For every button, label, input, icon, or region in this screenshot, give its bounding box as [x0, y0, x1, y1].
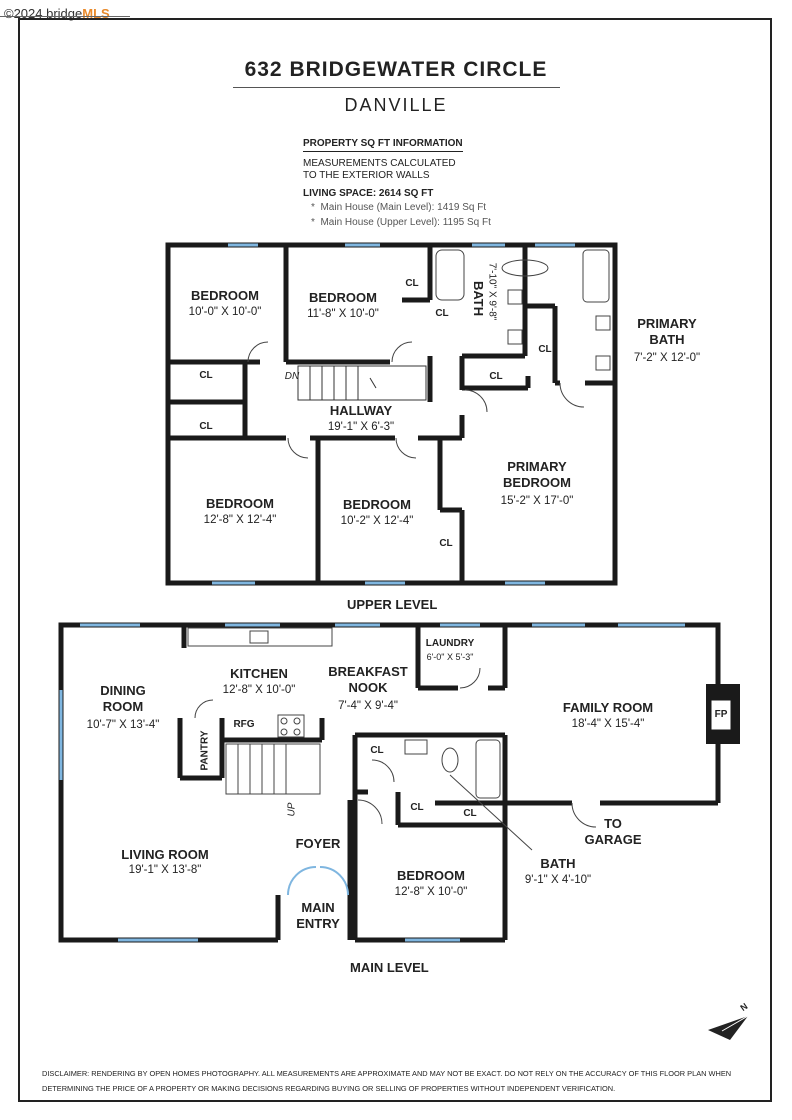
room-dims: 10'-7" X 13'-4": [86, 719, 160, 731]
closet-label: CL: [199, 370, 213, 381]
room-name: FAMILY ROOM: [562, 700, 654, 715]
room-dims: 10'-2" X 12'-4": [340, 515, 414, 527]
room-name: BEDROOM: [397, 868, 465, 883]
room-name: PRIMARY BEDROOM: [503, 459, 571, 490]
closet-label: CL: [199, 421, 213, 432]
fireplace-label: FP: [714, 709, 728, 720]
main-entry-label: MAIN ENTRY: [296, 900, 340, 931]
closet-label: CL: [410, 802, 424, 813]
room-name: DINING ROOM: [100, 683, 146, 714]
room-dims: 7'-10" X 9'-8": [486, 262, 498, 321]
watermark: ©2024 bridgeMLS: [4, 6, 110, 21]
info-line-2: TO THE EXTERIOR WALLS: [303, 170, 430, 181]
closet-label: CL: [463, 808, 477, 819]
main-level-label: MAIN LEVEL: [350, 960, 429, 975]
stair-up-label: UP: [286, 802, 298, 817]
page-title: 632 BRIDGEWATER CIRCLE: [244, 58, 548, 81]
upper-stair: [297, 365, 427, 401]
closet-label: CL: [538, 344, 552, 355]
pantry-label: PANTRY: [199, 730, 211, 771]
upper-windows: [212, 243, 575, 585]
compass-icon: [708, 1015, 749, 1040]
closet-label: CL: [370, 745, 384, 756]
main-fixtures: [187, 627, 597, 851]
main-windows: [59, 623, 685, 942]
room-dims: 9'-1" X 4'-10": [524, 874, 592, 886]
refrigerator-label: RFG: [233, 719, 255, 730]
info-upper: * Main House (Upper Level): 1195 Sq Ft: [311, 217, 491, 228]
closet-label: CL: [439, 538, 453, 549]
room-dims: 12'-8" X 12'-4": [203, 514, 277, 526]
info-heading: PROPERTY SQ FT INFORMATION: [303, 138, 463, 152]
room-dims: 7'-2" X 12'-0": [633, 352, 701, 364]
closet-label: CL: [489, 371, 503, 382]
room-name: LAUNDRY: [425, 638, 475, 649]
upper-fixtures: [247, 249, 611, 459]
info-main: * Main House (Main Level): 1419 Sq Ft: [311, 202, 487, 213]
disclaimer: DISCLAIMER: RENDERING BY OPEN HOMES PHOT…: [42, 1069, 732, 1093]
watermark-brand: MLS: [82, 6, 110, 21]
title-rule: [233, 87, 560, 88]
room-name: PRIMARY BATH: [637, 316, 697, 347]
room-dims: 6'-0" X 5'-3": [426, 652, 474, 662]
room-name: BEDROOM: [191, 288, 259, 303]
room-dims: 10'-0" X 10'-0": [188, 306, 262, 318]
room-dims: 7'-4" X 9'-4": [338, 700, 398, 712]
room-dims: 19'-1" X 6'-3": [327, 421, 395, 433]
room-dims: 12'-8" X 10'-0": [394, 886, 468, 898]
page-frame: [18, 18, 772, 1102]
room-name: BEDROOM: [206, 496, 274, 511]
garage-label: TO GARAGE: [584, 816, 642, 847]
room-name: BATH: [540, 856, 576, 871]
watermark-rule: [0, 16, 130, 17]
room-dims: 11'-8" X 10'-0": [307, 308, 379, 320]
info-living: LIVING SPACE: 2614 SQ FT: [303, 188, 434, 199]
room-name: BEDROOM: [309, 290, 377, 305]
room-dims: 19'-1" X 13'-8": [128, 864, 202, 876]
page-subtitle: DANVILLE: [344, 95, 448, 115]
room-dims: 18'-4" X 15'-4": [571, 718, 645, 730]
room-dims: 15'-2" X 17'-0": [500, 495, 574, 507]
room-name: KITCHEN: [230, 666, 288, 681]
room-dims: 12'-8" X 10'-0": [222, 684, 296, 696]
foyer-label: FOYER: [295, 836, 341, 851]
room-name: BEDROOM: [343, 497, 411, 512]
room-name: BATH: [471, 281, 486, 317]
info-line-1: MEASUREMENTS CALCULATED: [303, 158, 456, 169]
sqft-info: PROPERTY SQ FT INFORMATION MEASUREMENTS …: [303, 138, 491, 229]
watermark-prefix: ©2024 bridge: [4, 6, 83, 21]
upper-level-label: UPPER LEVEL: [347, 597, 438, 612]
room-name: LIVING ROOM: [121, 847, 209, 862]
room-name: HALLWAY: [329, 403, 393, 418]
closet-label: CL: [435, 308, 449, 319]
room-name: BREAKFAST NOOK: [328, 664, 408, 695]
closet-label: CL: [405, 278, 419, 289]
stair-down-label: DN: [284, 371, 300, 382]
